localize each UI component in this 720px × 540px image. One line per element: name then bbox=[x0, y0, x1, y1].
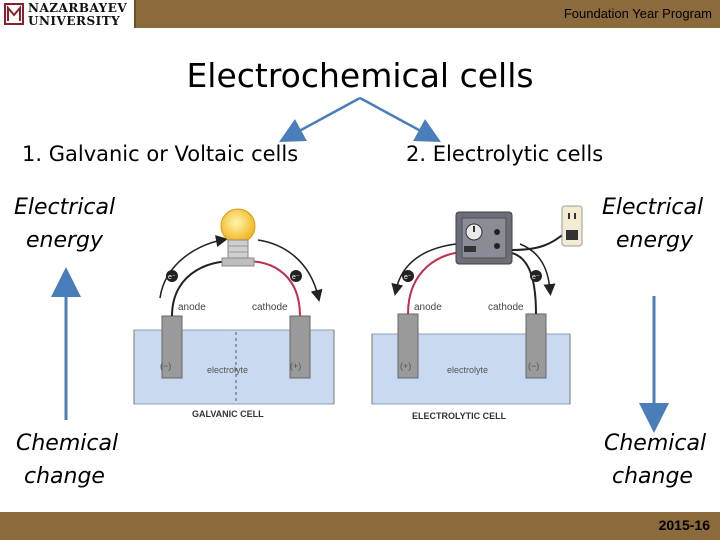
power-supply-icon bbox=[455, 211, 513, 265]
galvanic-electron-arrow-right bbox=[257, 239, 323, 302]
right-electrical-energy: Electrical energy bbox=[602, 191, 703, 257]
galvanic-cathode-label: cathode bbox=[252, 302, 288, 313]
galvanic-e-left: e⁻ bbox=[168, 274, 176, 281]
university-logo: NAZARBAYEV UNIVERSITY bbox=[0, 0, 136, 28]
electrolytic-anode-label: anode bbox=[414, 302, 442, 313]
galvanic-cell-diagram: e⁻ e⁻ anode cathode (−) (+) electrolyte … bbox=[133, 208, 335, 419]
left-top-line2: energy bbox=[26, 228, 104, 253]
electrolytic-caption: ELECTROLYTIC CELL bbox=[412, 411, 507, 421]
electrolytic-e-left: e⁻ bbox=[404, 274, 412, 281]
electrolytic-electron-arrow-left bbox=[391, 243, 457, 296]
electrolytic-cell-diagram: e⁻ e⁻ anode cathode (+) (−) electrolyte … bbox=[371, 205, 583, 421]
electrolytic-cathode-label: cathode bbox=[488, 302, 524, 313]
arrow-to-electrolytic bbox=[359, 96, 441, 142]
galvanic-heading: 1. Galvanic or Voltaic cells bbox=[22, 142, 299, 166]
right-top-line1: Electrical bbox=[602, 195, 704, 220]
left-chemical-change: Chemical change bbox=[16, 427, 118, 493]
electrolytic-heading: 2. Electrolytic cells bbox=[406, 142, 604, 166]
electrolytic-electron-left-icon bbox=[402, 270, 414, 282]
logo-text-line2: UNIVERSITY bbox=[28, 14, 121, 28]
academic-year: 2015-16 bbox=[658, 517, 710, 533]
electrolytic-right-sign: (−) bbox=[528, 361, 539, 371]
galvanic-electron-left-icon bbox=[166, 270, 178, 282]
title-split-arrows bbox=[279, 96, 441, 142]
galvanic-caption: GALVANIC CELL bbox=[192, 409, 264, 419]
galvanic-anode-label: anode bbox=[178, 302, 206, 313]
left-bottom-line1: Chemical bbox=[16, 431, 119, 456]
slide-title: Electrochemical cells bbox=[186, 56, 534, 95]
galvanic-electron-arrow-left bbox=[159, 235, 228, 299]
wall-outlet-icon bbox=[561, 205, 583, 247]
electrolytic-e-right: e⁻ bbox=[532, 274, 540, 281]
electrolytic-electrolyte-label: electrolyte bbox=[447, 365, 488, 375]
program-name: Foundation Year Program bbox=[563, 6, 712, 21]
power-cord bbox=[511, 231, 567, 251]
left-electrical-energy: Electrical energy bbox=[14, 191, 115, 257]
right-bottom-line1: Chemical bbox=[604, 431, 707, 456]
arrow-to-galvanic bbox=[279, 96, 361, 142]
galvanic-electrolyte-label: electrolyte bbox=[207, 365, 248, 375]
galvanic-electron-right-icon bbox=[290, 270, 302, 282]
electrolytic-electron-arrow-right bbox=[519, 243, 556, 296]
galvanic-left-sign: (−) bbox=[160, 361, 171, 371]
left-top-line1: Electrical bbox=[14, 195, 116, 220]
left-bottom-line2: change bbox=[24, 464, 105, 489]
galvanic-e-right: e⁻ bbox=[292, 274, 300, 281]
footer-bar bbox=[0, 512, 720, 540]
lightbulb-icon bbox=[220, 208, 256, 267]
galvanic-right-sign: (+) bbox=[290, 361, 301, 371]
right-top-line2: energy bbox=[616, 228, 694, 253]
electrolytic-left-sign: (+) bbox=[400, 361, 411, 371]
logo-emblem-icon bbox=[4, 3, 24, 25]
right-chemical-change: Chemical change bbox=[604, 427, 706, 493]
electrolytic-electron-right-icon bbox=[530, 270, 542, 282]
right-bottom-line2: change bbox=[612, 464, 693, 489]
logo-text-line1: NAZARBAYEV bbox=[28, 1, 128, 15]
